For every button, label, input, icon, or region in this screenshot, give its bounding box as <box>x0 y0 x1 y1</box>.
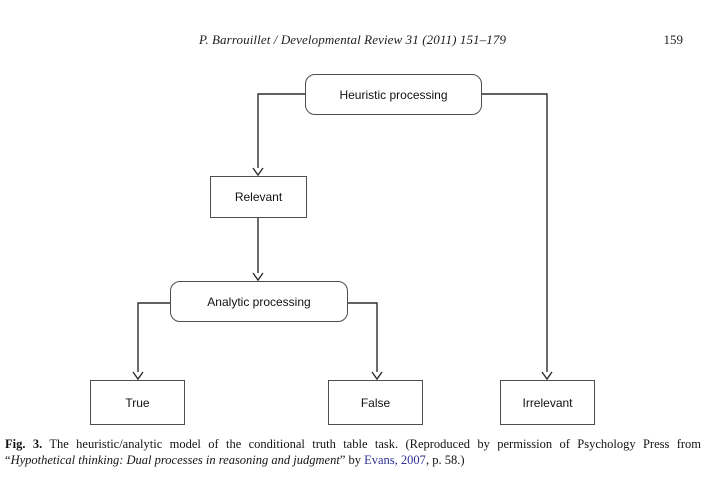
edge-analytic-to-false <box>348 302 378 372</box>
running-head-journal-line: P. Barrouillet / Developmental Review 31… <box>198 32 507 47</box>
node-heuristic-processing: Heuristic processing <box>305 74 482 115</box>
node-label-relevant: Relevant <box>234 190 283 204</box>
node-label-irrelevant: Irrelevant <box>522 395 573 410</box>
figure-label: Fig. 3. <box>5 437 43 451</box>
figure-caption: Fig. 3. The heuristic/analytic model of … <box>5 437 701 468</box>
caption-line-2: “Hypothetical thinking: Dual processes i… <box>5 453 701 469</box>
caption-text-line1: The heuristic/analytic model of the cond… <box>42 437 702 451</box>
quote-close: ” by <box>339 452 365 467</box>
node-label-true: True <box>125 395 150 410</box>
arrowhead-to-true <box>132 371 144 381</box>
citation-link[interactable]: Evans, 2007 <box>364 452 426 467</box>
node-relevant: Relevant <box>210 176 307 218</box>
quote-open: “ <box>5 452 11 467</box>
node-label-heuristic: Heuristic processing <box>339 87 448 102</box>
caption-line-1: Fig. 3. The heuristic/analytic model of … <box>5 437 701 453</box>
arrowhead-to-analytic <box>252 272 264 282</box>
node-true: True <box>90 380 185 425</box>
arrowhead-to-irrelevant <box>541 371 553 381</box>
arrowhead-to-relevant <box>252 167 264 177</box>
edge-analytic-to-true <box>137 302 170 372</box>
page-number: 159 <box>663 32 684 47</box>
book-title: Hypothetical thinking: Dual processes in… <box>10 452 340 467</box>
caption-tail: , p. 58.) <box>425 452 465 467</box>
arrowhead-to-false <box>371 371 383 381</box>
node-label-analytic: Analytic processing <box>207 294 311 309</box>
edge-heuristic-to-relevant <box>257 93 305 168</box>
node-false: False <box>328 380 423 425</box>
node-analytic-processing: Analytic processing <box>170 281 348 322</box>
edge-heuristic-to-irrelevant <box>482 93 548 372</box>
node-irrelevant: Irrelevant <box>500 380 595 425</box>
node-label-false: False <box>360 395 391 410</box>
